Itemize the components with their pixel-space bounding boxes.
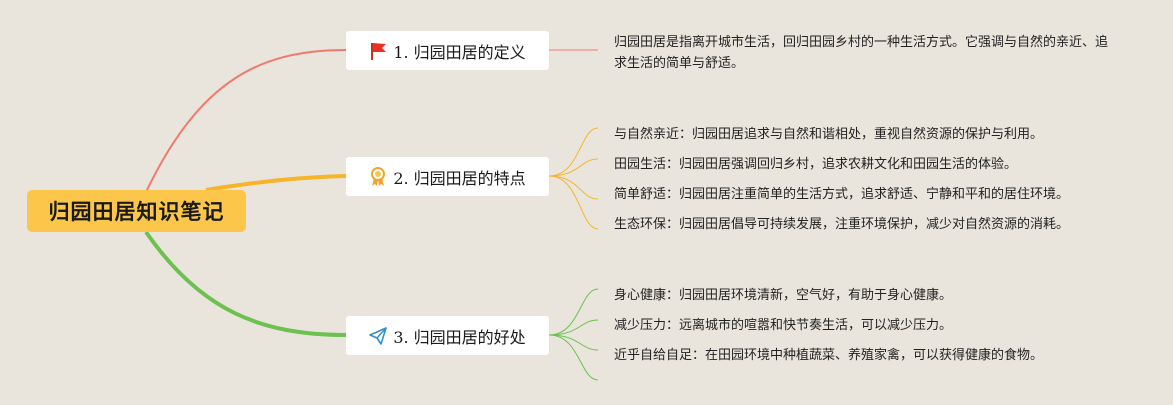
leaf-definition[interactable]: 归园田居是指离开城市生活，回归田园乡村的一种生活方式。它强调与自然的亲近、追求生… <box>614 35 1109 71</box>
leaf-feature-1[interactable]: 与自然亲近：归园田居追求与自然和谐相处，重视自然资源的保护与利用。 <box>614 127 1044 142</box>
leaf-benefit-2[interactable]: 减少压力：远离城市的喧嚣和快节奏生活，可以减少压力。 <box>614 318 953 333</box>
leaf-feature-3[interactable]: 简单舒适：归园田居注重简单的生活方式，追求舒适、宁静和平和的居住环境。 <box>614 187 1070 202</box>
link-topic-2-leaf-1 <box>548 127 599 177</box>
award-ribbon-icon <box>369 166 387 187</box>
topic-benefits-label: 3. 归园田居的好处 <box>393 327 526 347</box>
leaf-feature-2[interactable]: 田园生活：归园田居强调回归乡村，追求农耕文化和田园生活的体验。 <box>614 157 1018 172</box>
topic-benefits[interactable]: 3. 归园田居的好处 <box>346 316 549 355</box>
topic-definition[interactable]: 1. 归园田居的定义 <box>346 31 549 70</box>
link-topic-2-leaf-2 <box>548 158 599 177</box>
link-topic-2-leaf-3 <box>548 175 599 200</box>
topic-features-label: 2. 归园田居的特点 <box>393 168 526 188</box>
link-root-topic-2 <box>205 174 347 192</box>
link-topic-3-leaf-4 <box>548 334 599 381</box>
topic-features[interactable]: 2. 归园田居的特点 <box>346 157 549 196</box>
link-root-topic-1 <box>145 49 347 193</box>
leaf-benefit-1[interactable]: 身心健康：归园田居环境清新，空气好，有助于身心健康。 <box>614 288 953 303</box>
link-topic-3-leaf-2 <box>548 319 599 336</box>
paper-plane-icon <box>369 326 388 345</box>
root-topic-label: 归园田居知识笔记 <box>48 200 225 224</box>
link-root-topic-3 <box>144 230 347 337</box>
leaf-benefit-3[interactable]: 近乎自给自足：在田园环境中种植蔬菜、养殖家禽，可以获得健康的食物。 <box>614 348 1044 363</box>
root-topic[interactable]: 归园田居知识笔记 <box>27 190 246 232</box>
link-topic-3-leaf-3 <box>548 334 599 351</box>
leaf-feature-4[interactable]: 生态环保：归园田居倡导可持续发展，注重环境保护，减少对自然资源的消耗。 <box>614 217 1070 232</box>
topic-definition-label: 1. 归园田居的定义 <box>393 42 526 62</box>
link-topic-3-leaf-1 <box>548 288 599 336</box>
red-flag-icon <box>369 41 387 61</box>
link-topic-2-leaf-4 <box>548 175 599 230</box>
